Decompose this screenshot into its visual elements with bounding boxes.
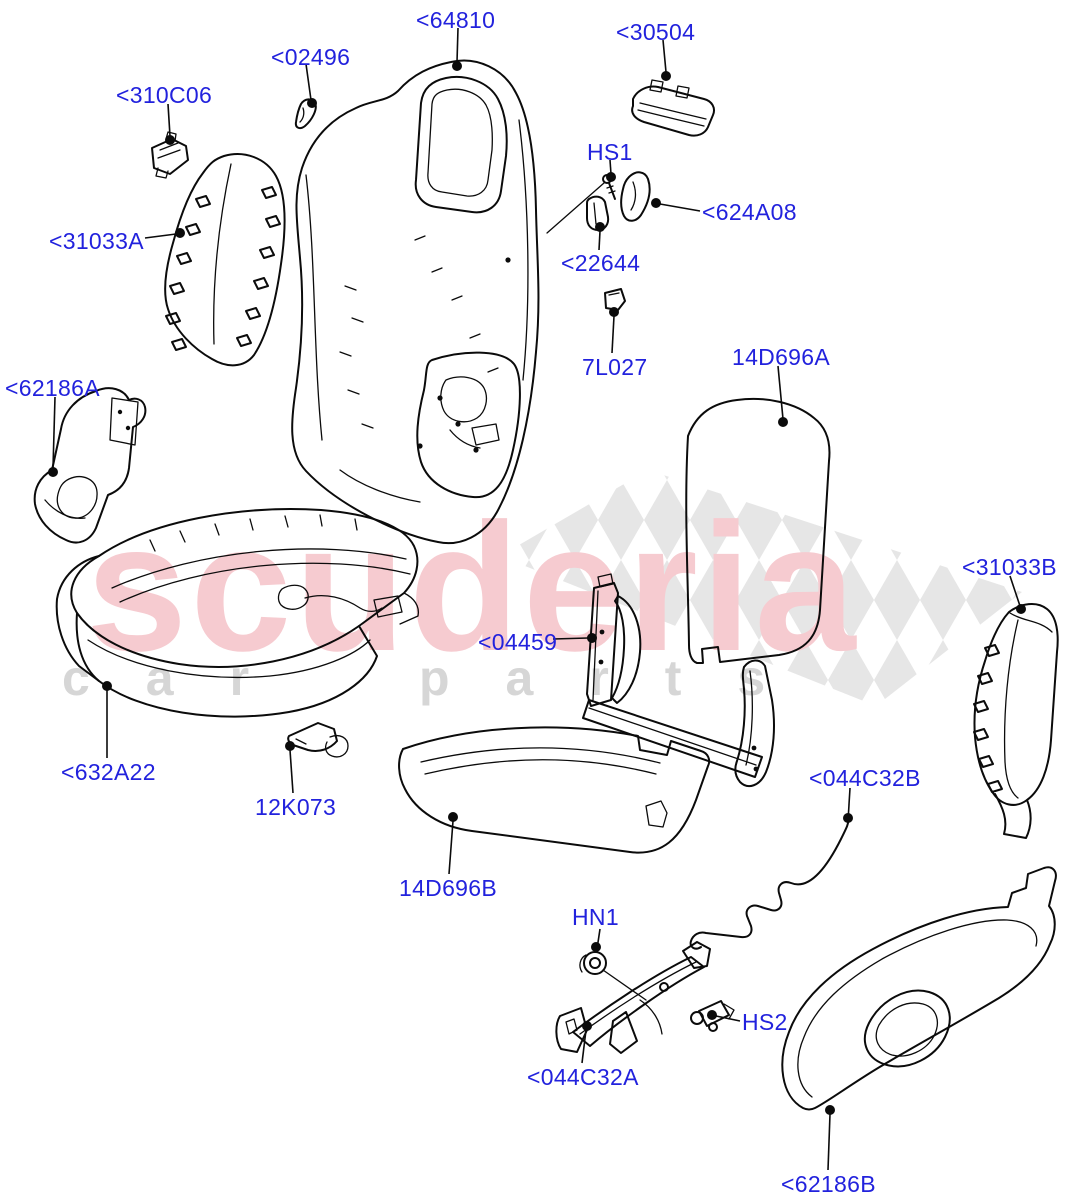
part-label-7l027[interactable]: 7L027 [582, 354, 648, 380]
drawing-bolster-31033b [973, 603, 1059, 839]
drawing-nut-hn1 [579, 951, 647, 1001]
part-label-62186b[interactable]: <62186B [781, 1171, 876, 1197]
part-label-624a08[interactable]: <624A08 [702, 199, 797, 225]
part-label-64810[interactable]: <64810 [416, 7, 496, 33]
part-label-310c06[interactable]: <310C06 [116, 82, 213, 108]
drawing-track-044c32a [555, 941, 711, 1054]
part-label-14d696b[interactable]: 14D696B [399, 875, 498, 901]
part-label-14d696a[interactable]: 14D696A [732, 344, 831, 370]
watermark-brand: scuderia [86, 485, 859, 689]
drawing-sensor-12k073 [287, 722, 349, 758]
drawing-handle-30504 [631, 79, 715, 137]
drawing-screw-hs2 [690, 1000, 735, 1032]
part-label-hn1[interactable]: HN1 [572, 904, 619, 930]
part-label-044c32b[interactable]: <044C32B [809, 765, 921, 791]
drawing-seat-back-frame-64810 [291, 59, 605, 545]
part-label-62186a[interactable]: <62186A [5, 375, 100, 401]
drawing-bolster-31033a [164, 153, 286, 367]
part-label-12k073[interactable]: 12K073 [255, 794, 337, 820]
part-label-31033b[interactable]: <31033B [962, 554, 1057, 580]
drawing-recliner-trim-62186a [33, 387, 147, 544]
part-label-22644[interactable]: <22644 [561, 250, 641, 276]
drawing-mat-14d696b [398, 726, 711, 854]
watermark-tagline: car parts [62, 650, 821, 706]
drawing-valance-62186b [781, 866, 1057, 1111]
part-label-02496[interactable]: <02496 [271, 44, 351, 70]
part-label-30504[interactable]: <30504 [616, 19, 696, 45]
part-label-632a22[interactable]: <632A22 [61, 759, 156, 785]
drawing-cushion-632a22 [55, 508, 420, 718]
leader-lines [48, 27, 1026, 1171]
drawing-clip-7l027 [604, 288, 626, 311]
part-label-04459[interactable]: <04459 [478, 629, 558, 655]
drawing-harness-044c32b [689, 818, 850, 950]
part-label-hs1[interactable]: HS1 [587, 139, 633, 165]
part-label-hs2[interactable]: HS2 [742, 1009, 788, 1035]
drawing-trim-624a08 [620, 171, 651, 222]
drawing-bracket-04459 [582, 573, 775, 788]
part-label-31033a[interactable]: <31033A [49, 228, 144, 254]
drawing-pad-14d696a [685, 397, 831, 664]
part-label-044c32a[interactable]: <044C32A [527, 1064, 639, 1090]
